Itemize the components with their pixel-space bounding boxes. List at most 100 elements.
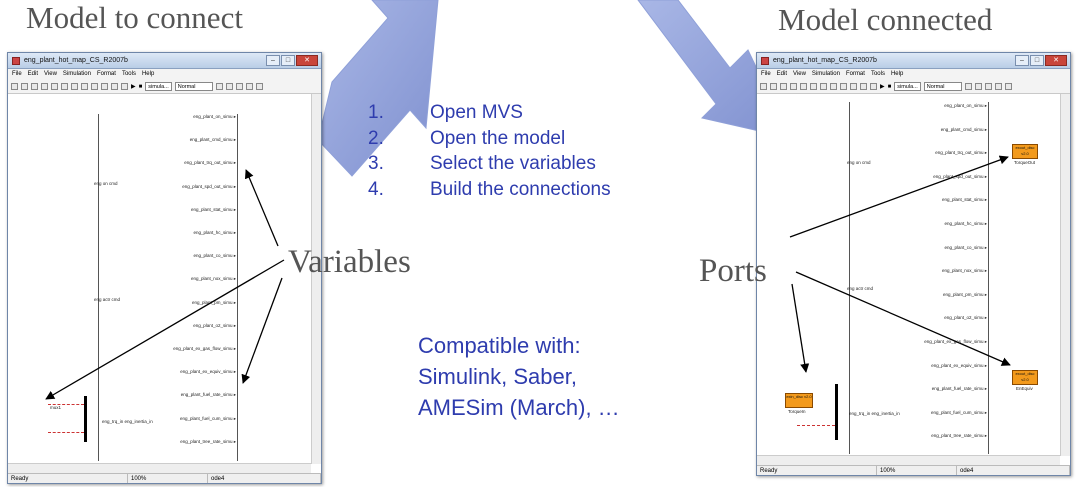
copy-icon[interactable] — [810, 83, 817, 90]
step-number: 1. — [368, 102, 384, 123]
dashed-input-line — [48, 432, 84, 433]
step-text: Open the model — [430, 127, 566, 149]
status-solver: ode4 — [957, 466, 1070, 475]
menu-view[interactable]: View — [44, 71, 57, 77]
close-button[interactable]: ✕ — [1045, 55, 1067, 66]
close-button[interactable]: ✕ — [296, 55, 318, 66]
debug-icon[interactable] — [1004, 83, 1012, 90]
undo-icon[interactable] — [860, 83, 867, 90]
redo-icon[interactable] — [121, 83, 128, 90]
signal-mux: mux1 — [50, 405, 62, 410]
window-title: eng_plant_hot_map_CS_R2007b — [773, 57, 877, 64]
menu-view[interactable]: View — [793, 71, 806, 77]
sim-mode-select[interactable]: Normal — [923, 82, 962, 91]
undo-icon[interactable] — [111, 83, 118, 90]
menu-format[interactable]: Format — [96, 71, 116, 77]
sim-mode-select[interactable]: Normal — [174, 82, 213, 91]
new-icon[interactable] — [760, 83, 767, 90]
left-model-window: eng_plant_hot_map_CS_R2007b – □ ✕ File E… — [7, 52, 322, 484]
back-icon[interactable] — [81, 83, 88, 90]
build-icon[interactable] — [225, 83, 233, 90]
toolbar: ▶ ■ simula... Normal — [757, 80, 1070, 94]
menu-file[interactable]: File — [761, 71, 771, 77]
variable-label: eng_plant_nox_simu ▸ — [941, 268, 987, 274]
save-icon[interactable] — [31, 83, 38, 90]
variable-label: eng_plant_pm_simu ▸ — [191, 299, 236, 305]
paste-icon[interactable] — [820, 83, 827, 90]
dropdown-chevron-icon[interactable] — [964, 83, 972, 90]
play-icon[interactable]: ▶ — [880, 84, 885, 90]
menu-edit[interactable]: Edit — [776, 71, 788, 77]
signal-eng-trq: eng_trq_in eng_inertia_in — [849, 411, 900, 416]
explorer-icon[interactable] — [245, 83, 253, 90]
variable-label: eng_plant_co_simu ▸ — [193, 253, 236, 259]
stop-icon[interactable]: ■ — [887, 83, 892, 90]
maximize-button[interactable]: □ — [281, 55, 295, 66]
simulink-app-icon — [761, 57, 769, 65]
stop-icon[interactable]: ■ — [138, 83, 143, 90]
caption-model-to-connect: Model to connect — [26, 0, 243, 35]
menu-help[interactable]: Help — [141, 71, 155, 77]
variable-label: eng_plant_spd_out_simu ▸ — [182, 183, 236, 189]
cut-icon[interactable] — [51, 83, 58, 90]
redo-icon[interactable] — [870, 83, 877, 90]
debug-icon[interactable] — [255, 83, 263, 90]
forward-icon[interactable] — [91, 83, 98, 90]
save-icon[interactable] — [780, 83, 787, 90]
menu-file[interactable]: File — [12, 71, 22, 77]
menu-edit[interactable]: Edit — [27, 71, 39, 77]
variable-label: eng_plant_stat_simu ▸ — [941, 197, 987, 203]
sim-time-field[interactable]: simula... — [894, 82, 921, 91]
open-icon[interactable] — [21, 83, 28, 90]
menu-format[interactable]: Format — [845, 71, 865, 77]
paste-icon[interactable] — [71, 83, 78, 90]
minimize-button[interactable]: – — [1015, 55, 1029, 66]
vertical-scrollbar[interactable] — [1060, 94, 1070, 456]
print-icon[interactable] — [41, 83, 48, 90]
eq-equiv-label: EnEquiv — [1016, 386, 1033, 391]
forward-icon[interactable] — [840, 83, 847, 90]
back-icon[interactable] — [830, 83, 837, 90]
variable-label: eng_plant_hc_simu ▸ — [193, 230, 236, 235]
maximize-button[interactable]: □ — [1030, 55, 1044, 66]
play-icon[interactable]: ▶ — [131, 84, 136, 90]
library-icon[interactable] — [984, 83, 992, 90]
step-text: Open MVS — [430, 102, 523, 123]
variable-label: eng_plant_tree_rate_simu ▸ — [931, 433, 987, 439]
menu-help[interactable]: Help — [890, 71, 904, 77]
vertical-scrollbar[interactable] — [311, 94, 321, 464]
torque-out-port[interactable]: exout_disc v2.0 — [1012, 144, 1038, 159]
menu-tools[interactable]: Tools — [870, 71, 885, 77]
menu-bar: File Edit View Simulation Format Tools H… — [8, 69, 321, 80]
status-ready: Ready — [757, 466, 877, 475]
diagram-canvas: eng on cmd eng actr cmd eng_trq_in eng_i… — [757, 94, 1060, 456]
eq-equiv-port[interactable]: exout_disc v2.0 — [1012, 370, 1038, 385]
variable-label: eng_plant_pm_simu ▸ — [942, 291, 987, 297]
cut-icon[interactable] — [800, 83, 807, 90]
open-icon[interactable] — [770, 83, 777, 90]
menu-simulation[interactable]: Simulation — [62, 71, 91, 77]
window-titlebar: eng_plant_hot_map_CS_R2007b – □ ✕ — [757, 53, 1070, 69]
build-icon[interactable] — [974, 83, 982, 90]
up-icon[interactable] — [101, 83, 108, 90]
up-icon[interactable] — [850, 83, 857, 90]
caption-model-connected: Model connected — [778, 2, 993, 37]
horizontal-scrollbar[interactable] — [757, 455, 1060, 465]
torque-in-port[interactable]: exin_disc v2.0 — [785, 393, 813, 408]
menu-tools[interactable]: Tools — [121, 71, 136, 77]
explorer-icon[interactable] — [994, 83, 1002, 90]
copy-icon[interactable] — [61, 83, 68, 90]
horizontal-scrollbar[interactable] — [8, 463, 311, 473]
menu-simulation[interactable]: Simulation — [811, 71, 840, 77]
print-icon[interactable] — [790, 83, 797, 90]
menu-bar: File Edit View Simulation Format Tools H… — [757, 69, 1070, 80]
status-ready: Ready — [8, 474, 128, 483]
minimize-button[interactable]: – — [266, 55, 280, 66]
status-zoom: 100% — [877, 466, 957, 475]
signal-eng-on: eng on cmd — [94, 181, 118, 186]
signal-eng-actr: eng actr cmd — [847, 286, 874, 291]
library-icon[interactable] — [235, 83, 243, 90]
dropdown-chevron-icon[interactable] — [215, 83, 223, 90]
new-icon[interactable] — [11, 83, 18, 90]
sim-time-field[interactable]: simula... — [145, 82, 172, 91]
